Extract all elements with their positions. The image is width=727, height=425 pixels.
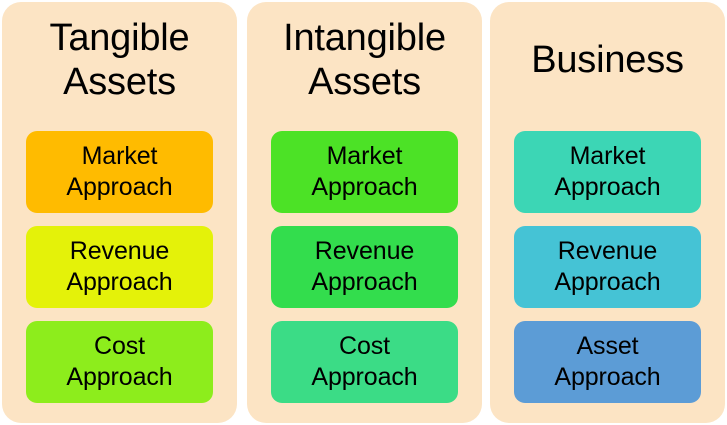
card-label: Asset Approach	[554, 332, 661, 391]
card-label: Market Approach	[311, 142, 418, 201]
panel-title-business: Business	[531, 39, 684, 81]
card-label: Cost Approach	[311, 332, 418, 391]
card-tangible-market-approach[interactable]: Market Approach	[26, 131, 213, 213]
card-intangible-revenue-approach[interactable]: Revenue Approach	[271, 226, 458, 308]
card-label: Revenue Approach	[554, 237, 661, 296]
panel-tangible-assets: Tangible Assets Market Approach Revenue …	[2, 2, 237, 423]
card-business-asset-approach[interactable]: Asset Approach	[514, 321, 701, 403]
card-business-market-approach[interactable]: Market Approach	[514, 131, 701, 213]
card-label: Market Approach	[554, 142, 661, 201]
card-label: Revenue Approach	[66, 237, 173, 296]
panel-business: Business Market Approach Revenue Approac…	[490, 2, 725, 423]
card-label: Cost Approach	[66, 332, 173, 391]
panel-title-intangible-assets: Intangible Assets	[283, 17, 446, 103]
card-business-revenue-approach[interactable]: Revenue Approach	[514, 226, 701, 308]
panel-title-tangible-assets: Tangible Assets	[49, 17, 190, 103]
panel-intangible-assets: Intangible Assets Market Approach Revenu…	[247, 2, 482, 423]
card-label: Revenue Approach	[311, 237, 418, 296]
card-intangible-market-approach[interactable]: Market Approach	[271, 131, 458, 213]
card-tangible-cost-approach[interactable]: Cost Approach	[26, 321, 213, 403]
card-intangible-cost-approach[interactable]: Cost Approach	[271, 321, 458, 403]
card-tangible-revenue-approach[interactable]: Revenue Approach	[26, 226, 213, 308]
card-label: Market Approach	[66, 142, 173, 201]
